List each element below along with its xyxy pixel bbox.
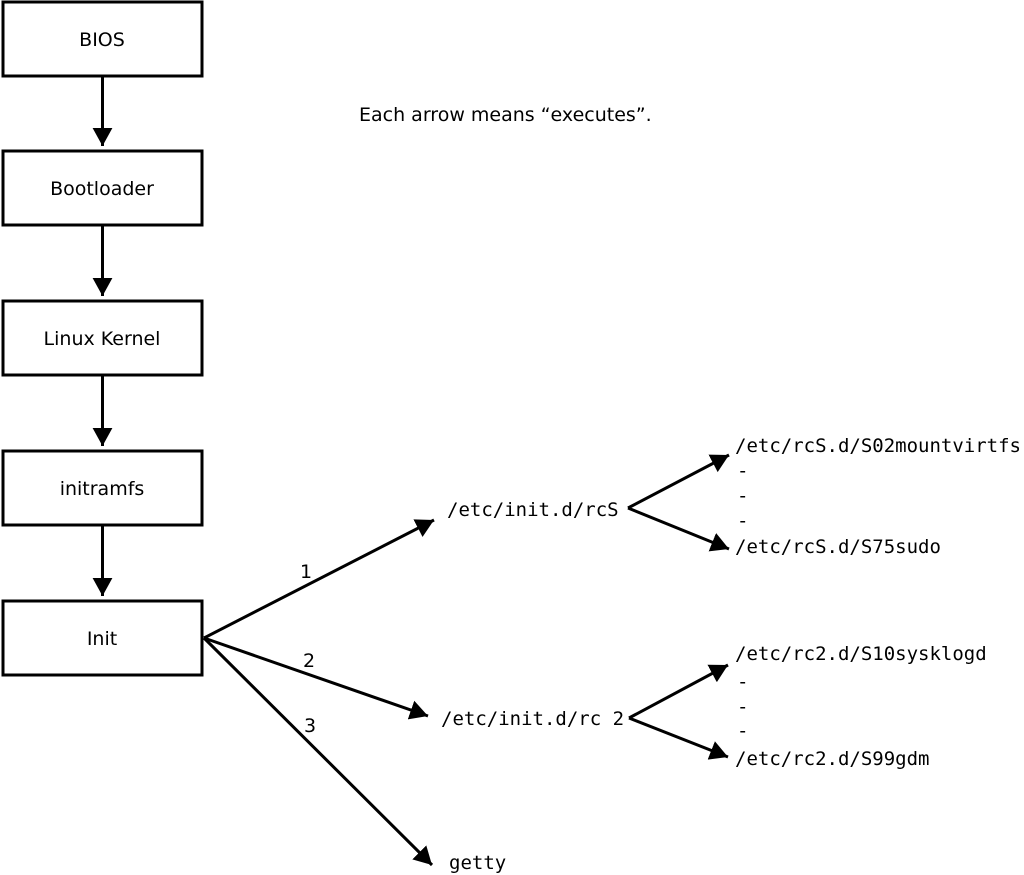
rc2-last-script-label: /etc/rc2.d/S99gdm [735,748,929,770]
rc2-ellipsis-dash: - [737,696,748,718]
rcS-ellipsis-dash: - [737,460,748,482]
init-box [1,599,204,677]
getty-label: getty [449,852,506,874]
rcS-ellipsis-dash: - [737,485,748,507]
linux-kernel-box-label: Linux Kernel [44,328,161,350]
rcS-group: /etc/init.d/rcS /etc/rcS.d/S02mountvirtf… [447,435,1021,558]
arrow-rc2-to-first-icon [628,663,729,720]
rc2-group: /etc/init.d/rc 2 /etc/rc2.d/S10sysklogd … [441,643,987,770]
branch-order-3-label: 3 [304,715,316,737]
rc2-ellipsis-dash: - [737,720,748,742]
branch-order-2-label: 2 [303,650,315,672]
rc2-ellipsis-dash: - [737,671,748,693]
rcS-last-script-label: /etc/rcS.d/S75sudo [735,536,941,558]
arrow-init-to-rc2-icon [203,636,429,720]
arrow-legend-note: Each arrow means “executes”. [359,104,652,126]
rc2-first-script-label: /etc/rc2.d/S10sysklogd [735,643,987,665]
arrow-rc2-to-last-icon [628,716,729,760]
rc2-script-label: /etc/init.d/rc 2 [441,708,624,730]
branch-order-1-label: 1 [300,561,312,583]
bootloader-box [1,149,204,227]
arrow-init-to-rcS-icon [203,518,435,640]
rcS-first-script-label: /etc/rcS.d/S02mountvirtfs [735,435,1021,457]
initramfs-box-label: initramfs [60,478,145,500]
rcS-ellipsis-dash: - [737,510,748,532]
flow-chain: BIOS Bootloader Linux Kernel initramfs I… [1,0,204,677]
init-branch-arrows: 1 2 3 [202,518,435,867]
bios-box-label: BIOS [79,29,125,51]
bootloader-box-label: Bootloader [50,178,154,200]
arrow-rcS-to-first-icon [627,453,730,510]
initramfs-box [1,449,204,527]
rcS-script-label: /etc/init.d/rcS [447,499,619,521]
arrow-rcS-to-last-icon [627,506,730,552]
init-box-label: Init [87,628,117,650]
linux-kernel-box [1,299,204,377]
arrow-init-to-getty-icon [202,636,434,867]
bios-box [1,0,204,78]
